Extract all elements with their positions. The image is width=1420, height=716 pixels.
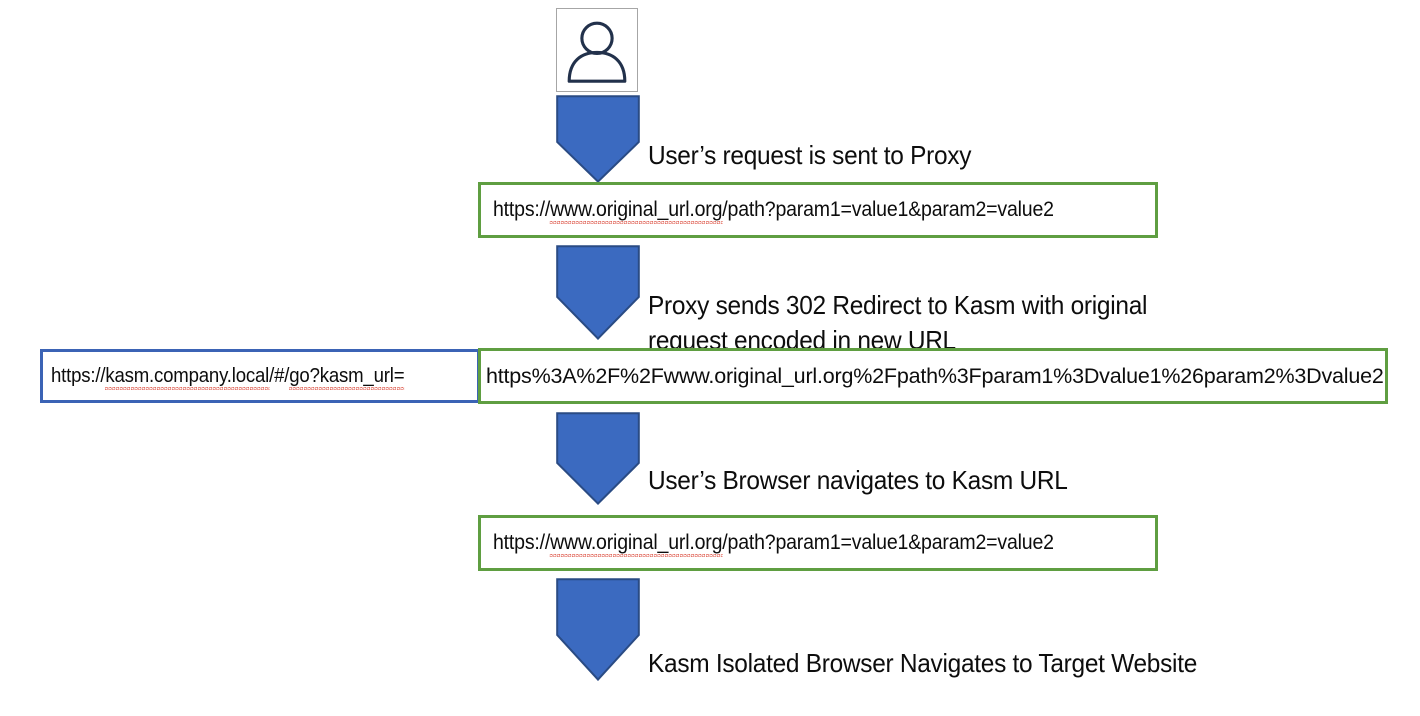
user-person-icon bbox=[556, 8, 638, 92]
url-box-original-request: https://www.original_url.org/path?param1… bbox=[478, 182, 1158, 238]
url-part-spellchecked: www.original_url.org bbox=[550, 198, 722, 224]
url-text-original-request: https://www.original_url.org/path?param1… bbox=[493, 197, 1054, 224]
flow-label-3: User’s Browser navigates to Kasm URL bbox=[648, 428, 1288, 533]
url-box-encoded-url: https%3A%2F%2Fwww.original_url.org%2Fpat… bbox=[478, 348, 1388, 404]
flow-label-1: User’s request is sent to Proxy bbox=[648, 103, 1288, 208]
url-part: https:// bbox=[493, 531, 551, 554]
flow-label-4-text: Kasm Isolated Browser Navigates to Targe… bbox=[648, 648, 1198, 678]
flow-arrow-3 bbox=[556, 412, 640, 505]
url-part: /#/ bbox=[269, 365, 290, 387]
url-part-spellchecked: www.original_url.org bbox=[550, 531, 722, 557]
url-part-spellchecked: kasm.company.local bbox=[105, 365, 269, 390]
flow-label-1-text: User’s request is sent to Proxy bbox=[648, 140, 972, 170]
flow-arrow-4 bbox=[556, 578, 640, 681]
flow-label-3-text: User’s Browser navigates to Kasm URL bbox=[648, 465, 1068, 495]
url-part: https%3A%2F%2Fwww.original_url.org%2Fpat… bbox=[486, 364, 1384, 388]
url-part: https:// bbox=[51, 365, 106, 387]
url-part-spellchecked: go?kasm_url= bbox=[289, 365, 405, 390]
url-part: /path?param1=value1&param2=value2 bbox=[722, 531, 1054, 554]
url-part: https:// bbox=[493, 198, 551, 221]
url-box-target-request: https://www.original_url.org/path?param1… bbox=[478, 515, 1158, 571]
url-text-encoded-url: https%3A%2F%2Fwww.original_url.org%2Fpat… bbox=[486, 363, 1384, 389]
flow-arrow-2 bbox=[556, 245, 640, 340]
url-text-target-request: https://www.original_url.org/path?param1… bbox=[493, 530, 1054, 557]
url-part: /path?param1=value1&param2=value2 bbox=[722, 198, 1054, 221]
flow-arrow-1 bbox=[556, 95, 640, 183]
flow-label-4: Kasm Isolated Browser Navigates to Targe… bbox=[648, 611, 1348, 716]
url-text-kasm-prefix: https://kasm.company.local/#/go?kasm_url… bbox=[51, 363, 405, 390]
url-box-kasm-prefix: https://kasm.company.local/#/go?kasm_url… bbox=[40, 349, 480, 403]
